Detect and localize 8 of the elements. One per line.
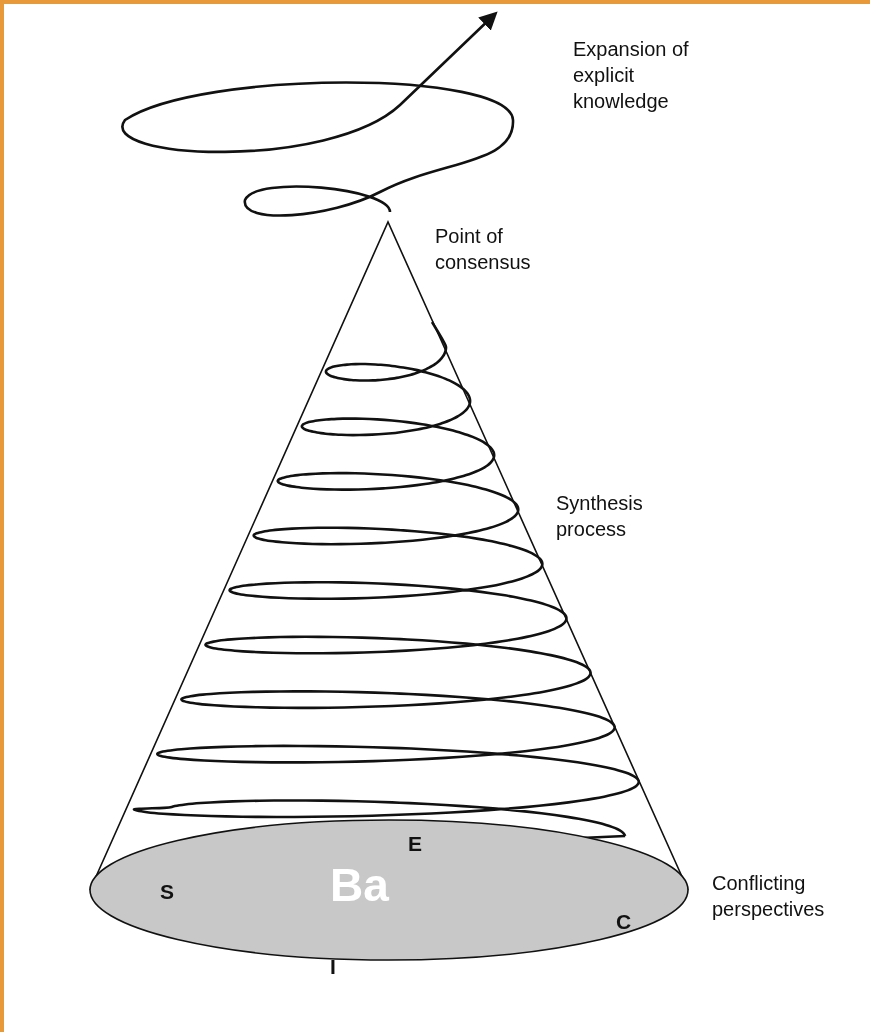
letter-label: C bbox=[616, 911, 632, 932]
letter-label: S bbox=[160, 881, 174, 902]
letter-label: E bbox=[408, 833, 422, 854]
letter-label: I bbox=[330, 956, 336, 977]
annotation-text: Synthesis process bbox=[556, 491, 644, 542]
annotation-text: Point of consensus bbox=[435, 224, 532, 275]
annotation-text: Expansion of explicit knowledge bbox=[573, 37, 690, 114]
annotation-text: Conflicting perspectives bbox=[712, 871, 826, 922]
